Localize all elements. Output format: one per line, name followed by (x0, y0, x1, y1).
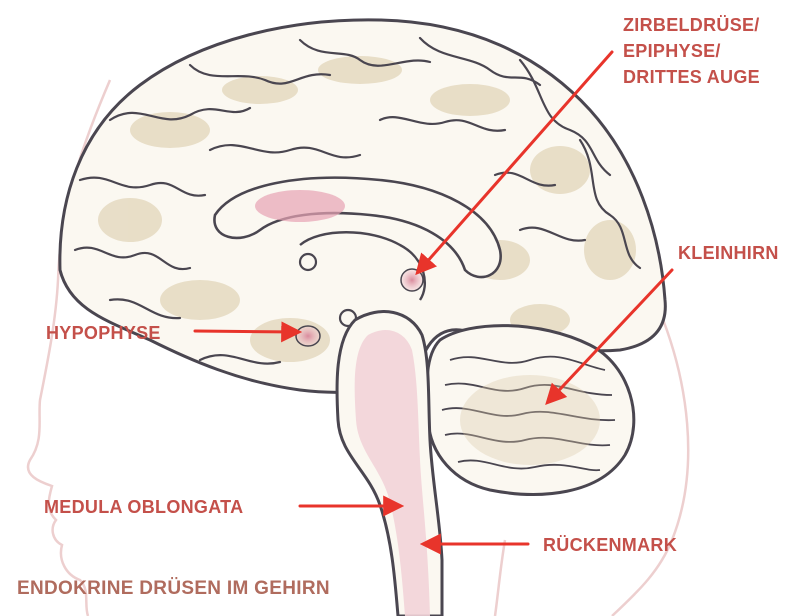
label-pituitary: HYPOPHYSE (46, 320, 161, 346)
label-spinal-cord: RÜCKENMARK (543, 532, 677, 558)
label-pineal-line-3: DRITTES AUGE (623, 64, 760, 90)
cerebellum-shading (460, 375, 600, 465)
neck-line (495, 540, 505, 616)
brainstem (337, 312, 442, 616)
fornix-loop (300, 254, 316, 270)
label-pineal-line-1: ZIRBELDRÜSE/ (623, 12, 760, 38)
ventricle-highlight (255, 190, 345, 222)
arrow-pituitary (195, 331, 298, 332)
label-cerebellum: KLEINHIRN (678, 240, 779, 266)
diagram-caption: ENDOKRINE DRÜSEN IM GEHIRN (17, 578, 330, 600)
label-pineal: ZIRBELDRÜSE/ EPIPHYSE/ DRITTES AUGE (623, 12, 760, 90)
label-medulla: MEDULA OBLONGATA (44, 494, 243, 520)
pituitary-gland (296, 326, 320, 346)
label-pineal-line-2: EPIPHYSE/ (623, 38, 760, 64)
